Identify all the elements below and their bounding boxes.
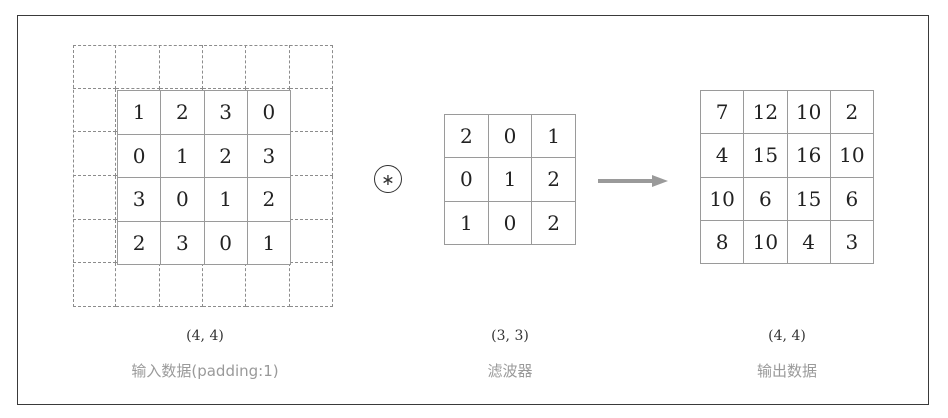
padding-cell [159,45,203,89]
padding-cell [289,219,333,264]
input-cell: 1 [204,178,248,222]
padding-cell [73,88,117,133]
filter-cell: 0 [488,201,533,245]
input-cell: 3 [204,91,248,135]
output-cell: 4 [787,220,831,264]
filter-cell: 2 [532,201,576,245]
input-description: 输入数据(padding:1) [131,362,279,380]
filter-cell: 0 [445,158,489,202]
padding-cell [116,45,160,89]
filter-cell: 2 [445,115,489,159]
output-description: 输出数据 [756,362,817,380]
output-cell: 15 [744,134,788,178]
filter-shape-label: (3, 3) [491,328,529,344]
input-cell: 0 [161,178,205,222]
input-shape-label: (4, 4) [186,328,224,344]
padding-cell [246,263,290,307]
padding-cell [116,263,160,307]
filter-cell: 1 [488,158,533,202]
filter-cell: 1 [532,115,576,159]
output-cell: 12 [744,91,788,135]
padding-cell [73,45,117,89]
convolution-symbol: ∗ [381,169,395,189]
input-cell: 1 [247,221,291,265]
output-cell: 6 [744,177,788,221]
output-cell: 3 [830,220,874,264]
convolution-icon: ∗ [374,165,402,193]
filter-description: 滤波器 [487,362,533,380]
padding-cell [289,132,333,176]
padding-cell [289,45,333,89]
filter-cell: 2 [532,158,576,202]
input-cell: 0 [118,134,162,178]
padding-cell [289,263,333,307]
input-cell: 2 [118,221,162,265]
output-cell: 2 [830,91,874,135]
output-cell: 8 [701,220,745,264]
padding-cell [246,45,290,89]
input-cell: 0 [204,221,248,265]
output-cell: 10 [701,177,745,221]
input-cell: 2 [247,178,291,222]
input-cell: 1 [118,91,162,135]
output-cell: 7 [701,91,745,135]
padding-cell [159,263,203,307]
padding-cell [289,88,333,133]
output-cell: 16 [787,134,831,178]
padding-cell [73,132,117,176]
filter-cell: 0 [488,115,533,159]
output-cell: 6 [830,177,874,221]
input-cell: 2 [204,134,248,178]
output-cell: 10 [787,91,831,135]
output-cell: 10 [830,134,874,178]
input-cell: 2 [161,91,205,135]
padding-cell [73,263,117,307]
output-shape-label: (4, 4) [768,328,806,344]
input-cell: 3 [247,134,291,178]
output-cell: 4 [701,134,745,178]
padding-cell [73,176,117,220]
input-cell: 3 [161,221,205,265]
output-cell: 10 [744,220,788,264]
arrow-right-icon [598,175,668,187]
padding-cell [203,263,247,307]
input-cell: 1 [161,134,205,178]
filter-cell: 1 [445,201,489,245]
padding-cell [203,45,247,89]
output-cell: 15 [787,177,831,221]
input-cell: 3 [118,178,162,222]
input-cell: 0 [247,91,291,135]
padding-cell [289,176,333,220]
padding-cell [73,219,117,264]
